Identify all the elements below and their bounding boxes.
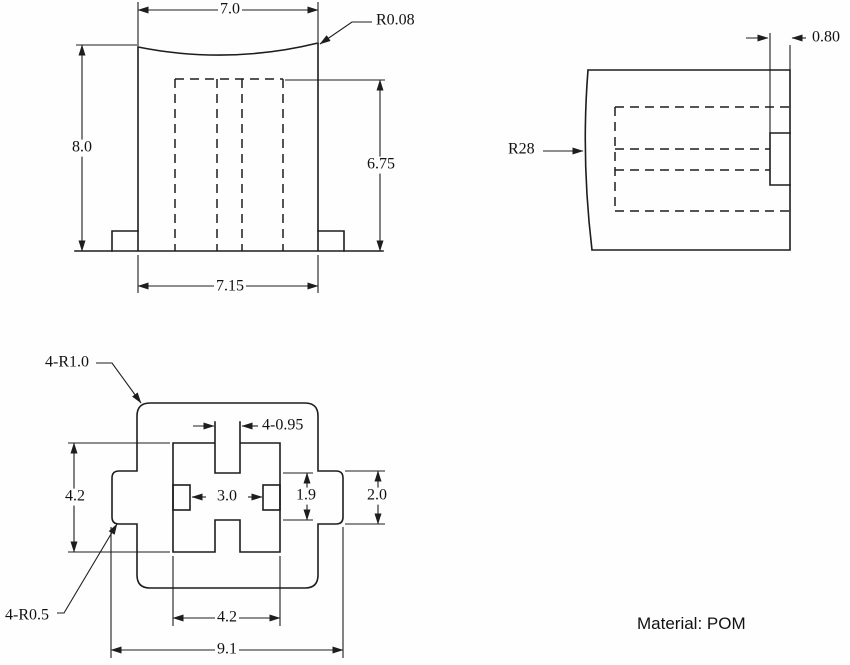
dim-label-bottom-ear-radius: 4-R0.5 (3, 606, 51, 625)
bottom-right-rib (262, 484, 281, 511)
dim-label-front-cavity-height: 6.75 (365, 155, 397, 174)
bottom-body-outline (111, 402, 344, 589)
material-note: Material: POM (637, 614, 746, 633)
dim-label-front-top-radius: R0.08 (374, 11, 417, 30)
dim-label-front-height: 8.0 (70, 138, 94, 157)
dim-label-bottom-pin-spacing: 3.0 (215, 487, 239, 506)
side-hidden-cavity (614, 106, 789, 212)
leader-corner-radius (96, 362, 142, 404)
bottom-extension-lines (68, 442, 385, 658)
front-extension-lines (76, 2, 385, 293)
dim-label-bottom-rib-height: 1.9 (294, 486, 318, 505)
dim-label-bottom-cavity-width: 4.2 (215, 608, 239, 627)
front-view (74, 2, 385, 293)
side-extension-lines (769, 33, 791, 133)
leader-ear-radius (57, 523, 118, 614)
dim-label-bottom-overall-width: 9.1 (215, 640, 239, 659)
dim-label-front-top-width: 7.0 (218, 0, 242, 19)
dim-label-side-radius: R28 (506, 140, 537, 159)
bottom-left-rib (172, 484, 191, 511)
dim-label-side-step: 0.80 (810, 28, 842, 47)
dim-label-bottom-cavity-height: 4.2 (63, 487, 87, 506)
side-body-outline (584, 69, 791, 251)
dim-label-front-bottom-width: 7.15 (214, 277, 246, 296)
front-body-outline (74, 42, 384, 252)
dim-label-bottom-corner-radius: 4-R1.0 (43, 353, 91, 372)
dim-label-bottom-slot-width: 4-0.95 (260, 416, 306, 435)
leader-top-radius (319, 21, 372, 45)
dim-label-bottom-ear-height: 2.0 (365, 486, 389, 505)
front-left-foot (111, 230, 139, 252)
front-right-foot (317, 230, 345, 252)
bottom-view (57, 362, 385, 658)
side-step (769, 132, 791, 186)
front-hidden-cavity (174, 78, 284, 251)
side-view (543, 33, 806, 251)
